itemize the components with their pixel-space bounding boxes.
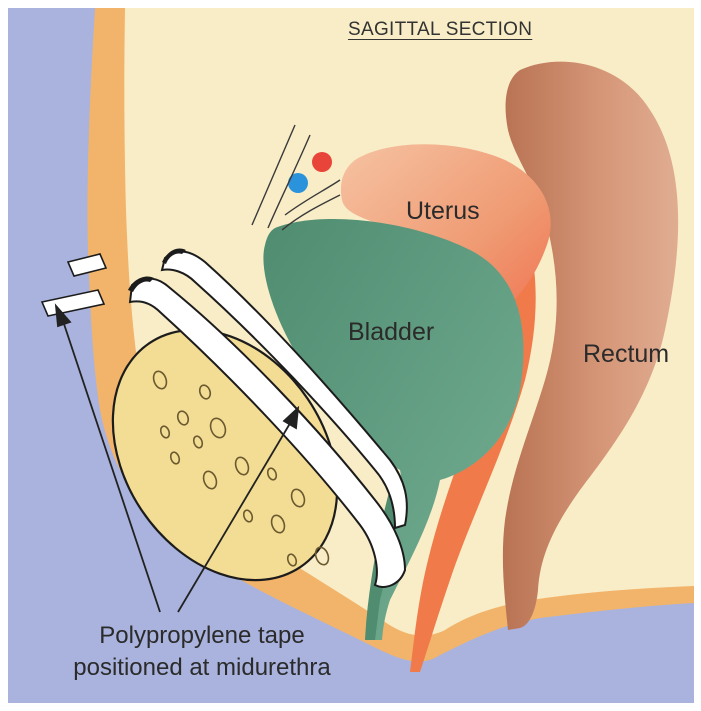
diagram-title: SAGITTAL SECTION <box>348 19 532 41</box>
caption-line-1: Polypropylene tape <box>52 620 352 652</box>
artery-red-dot <box>312 152 332 172</box>
tape-caption: Polypropylene tape positioned at miduret… <box>52 620 352 684</box>
caption-line-2: positioned at midurethra <box>52 652 352 684</box>
bladder-label: Bladder <box>348 318 434 347</box>
uterus-label: Uterus <box>406 197 480 226</box>
rectum-label: Rectum <box>583 340 669 369</box>
